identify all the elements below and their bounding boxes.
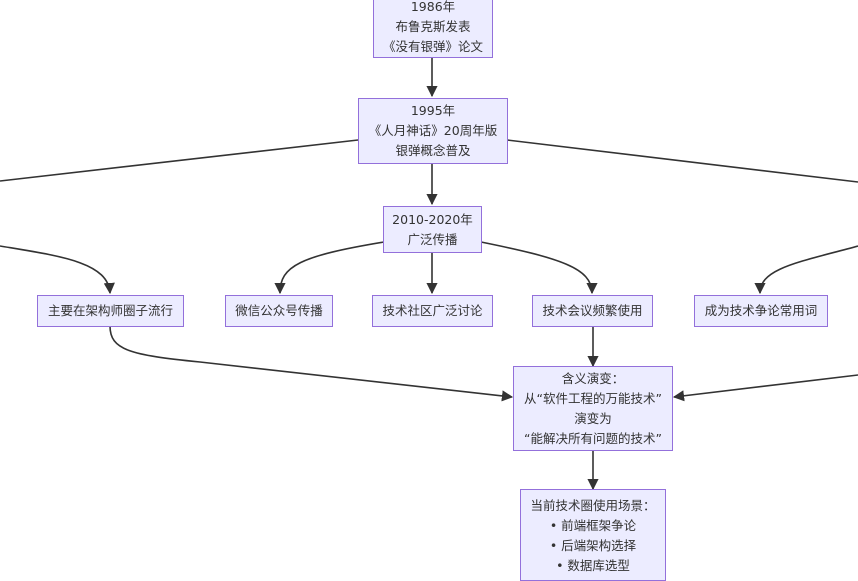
node-2010-2020-spread: 2010-2020年 广泛传播 (383, 206, 482, 253)
node-line: 演变为 (574, 410, 612, 426)
edge-1995-to-offscreen-left (0, 139, 359, 182)
edge-offscreen-right-to-debate (754, 245, 858, 295)
edge-architect-to-meaning (109, 325, 514, 402)
node-wechat-spread: 微信公众号传播 (225, 295, 333, 327)
node-line: 布鲁克斯发表 (395, 19, 471, 34)
node-line: 含义演变： (561, 370, 625, 386)
node-line: 1986年 (410, 0, 456, 14)
node-current-usage: 当前技术圈使用场景： • 前端框架争论 • 后端架构选择 • 数据库选型 (520, 489, 666, 581)
node-line: 当前技术圈使用场景： (530, 498, 656, 513)
node-line: 技术社区广泛讨论 (382, 303, 483, 318)
edge-1995-to-offscreen-right (506, 139, 858, 183)
node-conference-usage: 技术会议频繁使用 (532, 295, 653, 327)
edge-offscreen-right-to-meaning (672, 374, 858, 402)
edge-2010-to-wechat (274, 241, 385, 295)
node-line: • 前端框架争论 (549, 518, 637, 533)
node-line: 主要在架构师圈子流行 (47, 303, 173, 318)
node-1986-paper: 1986年 布鲁克斯发表 《没有银弹》论文 (373, 0, 493, 58)
node-1995-anniversary: 1995年 《人月神话》20周年版 银弹概念普及 (358, 98, 508, 164)
edge-2010-to-conference (480, 241, 598, 295)
edge-offscreen-left-to-architect (0, 245, 115, 295)
node-line: 广泛传播 (407, 231, 458, 247)
node-community-discussion: 技术社区广泛讨论 (372, 295, 493, 327)
node-meaning-evolution: 含义演变： 从“软件工程的万能技术” 演变为 “能解决所有问题的技术” (513, 366, 673, 451)
node-line: 从“软件工程的万能技术” (524, 390, 662, 406)
node-line: 2010-2020年 (392, 211, 473, 227)
node-line: 银弹概念普及 (395, 143, 471, 158)
node-line: • 后端架构选择 (549, 538, 637, 553)
node-debate-term: 成为技术争论常用词 (694, 295, 828, 327)
node-line: “能解决所有问题的技术” (524, 430, 662, 446)
node-line: 《没有银弹》论文 (382, 39, 483, 54)
node-line: 微信公众号传播 (235, 303, 323, 318)
node-line: • 数据库选型 (556, 558, 630, 573)
node-line: 成为技术争论常用词 (704, 303, 818, 318)
node-line: 技术会议频繁使用 (542, 303, 643, 318)
node-architect-circle: 主要在架构师圈子流行 (37, 295, 184, 327)
node-line: 1995年 (410, 103, 456, 118)
node-line: 《人月神话》20周年版 (368, 123, 498, 138)
